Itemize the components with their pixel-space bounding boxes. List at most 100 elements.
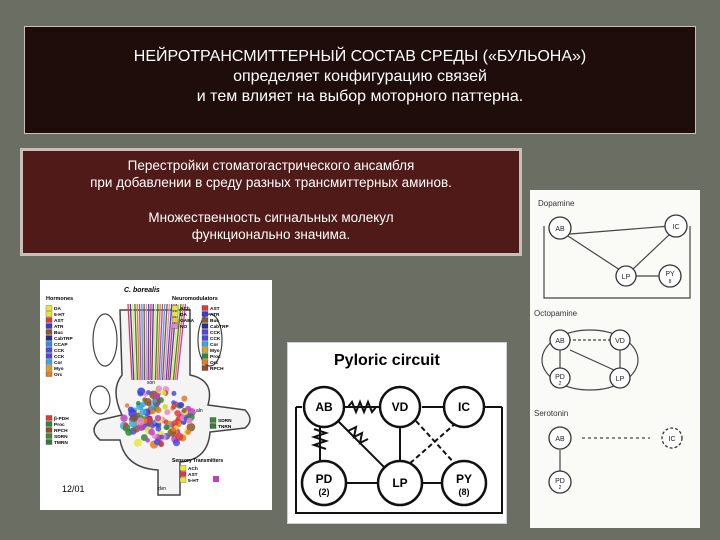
neuron-dot — [130, 414, 138, 422]
legend-label: GABA — [180, 318, 195, 324]
neuron-dot — [164, 409, 171, 416]
dopa-ab-ic — [569, 225, 679, 235]
label-vd: VD — [392, 400, 409, 414]
axon-line — [154, 303, 159, 381]
axon-line — [176, 303, 187, 381]
left-loop — [92, 313, 118, 367]
legend-swatch — [201, 311, 209, 317]
neuron-dot — [123, 422, 129, 428]
axon-line — [161, 303, 168, 381]
label-py: PY — [456, 472, 472, 486]
legend-swatch — [45, 421, 53, 427]
neuron-dot — [159, 434, 165, 440]
title-line-2: определяет конфигурацию связей — [233, 68, 487, 85]
left-lower-loop — [89, 385, 111, 415]
sensory-heading: Sensory Transmitters — [172, 458, 223, 464]
dopamine-label: Dopamine — [538, 199, 575, 208]
neuron-ic — [442, 385, 486, 429]
ab-lp-link — [337, 420, 387, 470]
axon-line — [149, 303, 152, 381]
subtitle-box: Перестройки стоматогастрического ансамбл… — [20, 148, 522, 256]
neuron-dot — [120, 414, 128, 422]
sero-label-pd: PD — [555, 478, 565, 485]
axon-line — [127, 303, 133, 381]
neuron-dot — [154, 414, 162, 422]
subtitle-line-4: функционально значима. — [191, 227, 351, 242]
legend-label: Myo — [54, 366, 64, 372]
axon-line — [131, 303, 137, 381]
dopa-ab-lp — [567, 235, 621, 271]
neuron-dot — [163, 424, 170, 431]
species-label: C. borealis — [124, 287, 160, 294]
axon-line — [156, 303, 161, 381]
neuron-dot — [171, 426, 176, 432]
legend-swatch — [201, 341, 209, 347]
axon-line — [152, 303, 157, 381]
legend-swatch — [179, 477, 187, 483]
legend-label: ACh — [180, 306, 190, 312]
legend-swatch — [201, 305, 209, 311]
legend-label: DA — [180, 312, 187, 318]
legend-label: 5-HT — [54, 312, 65, 318]
legend-swatch — [45, 323, 53, 329]
axon-bundle — [127, 303, 187, 381]
stn-label: son — [147, 380, 155, 386]
octo-neuron-pd — [549, 367, 571, 389]
legend-label: CCK — [210, 330, 221, 336]
dopa-label-ic: IC — [673, 224, 680, 231]
legend-label: DA — [54, 306, 61, 312]
legend-swatch — [171, 317, 179, 323]
legend-label: CCK — [54, 348, 65, 354]
label-pd: PD — [316, 472, 333, 486]
legend-swatch — [45, 335, 53, 341]
sero-neuron-ab — [548, 426, 572, 450]
neuron-dot — [162, 403, 169, 410]
legend-label: RPCH — [54, 428, 68, 434]
axon-line — [174, 303, 184, 381]
label-ic: IC — [458, 400, 470, 414]
legend-label: 5-HT — [188, 478, 199, 484]
neuron-dot — [124, 403, 130, 408]
sero-label-ic: IC — [669, 436, 676, 443]
axon-line — [151, 303, 154, 381]
legend-swatch — [45, 347, 53, 353]
neuron-dot — [148, 428, 155, 436]
axon-line — [129, 303, 135, 381]
sero-label-ab: AB — [555, 436, 565, 443]
legend-swatch — [45, 427, 53, 433]
legend-swatch — [201, 347, 209, 353]
dopa-label-py-count: 8 — [669, 279, 672, 285]
axon-line — [138, 303, 142, 381]
neuron-dot — [152, 398, 158, 404]
ab-vd-zigzag — [347, 399, 377, 415]
neuron-dot — [135, 400, 141, 406]
legend-label: RPCH — [210, 366, 224, 372]
neuron-dot — [153, 438, 161, 446]
axon-line — [160, 303, 166, 381]
neuron-dot — [160, 390, 167, 396]
dopa-label-py: PY — [665, 271, 675, 278]
legend-swatch — [45, 317, 53, 323]
legend-label: Buc — [210, 318, 219, 324]
neuron-pd — [300, 459, 348, 507]
neuron-ab — [302, 385, 346, 429]
title-line-3: и тем влияет на выбор моторного паттерна… — [196, 88, 524, 105]
neuron-dot — [153, 392, 161, 400]
octo-neuron-ab — [549, 329, 571, 351]
label-py-count: (8) — [459, 487, 470, 497]
octo-label-ab: AB — [555, 338, 565, 345]
legend-label: SDRN — [54, 434, 68, 440]
legend-swatch — [209, 417, 217, 423]
neuromodulators-heading: Neuromodulators — [172, 296, 218, 302]
sero-label-pd-count: 2 — [559, 485, 562, 491]
dopa-loop — [543, 226, 691, 299]
octo-loop — [541, 329, 639, 391]
subtitle-line-3: Множественность сигнальных молекул — [148, 210, 394, 225]
sero-neuron-ic — [661, 427, 683, 449]
neuron-dot — [171, 390, 177, 396]
neuron-dot — [171, 403, 177, 410]
